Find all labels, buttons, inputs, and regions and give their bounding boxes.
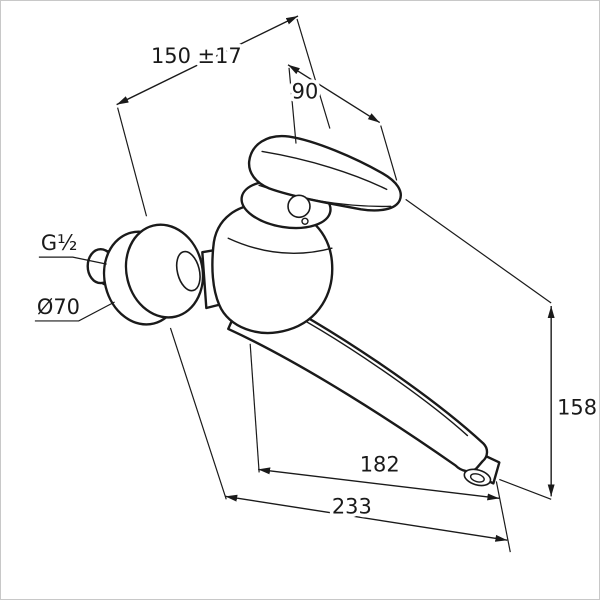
dim-label-connection-spacing: 150 ±17 — [151, 44, 242, 68]
dim-spout-reach: 182 — [249, 343, 500, 501]
dim-label-outlet-height: 158 — [557, 396, 597, 420]
dim-connection-spacing: 150 ±17 — [116, 15, 331, 217]
cartridge-detail — [287, 194, 311, 225]
dim-outlet-height: 158 — [405, 198, 599, 500]
dim-label-handle-projection: 90 — [292, 80, 319, 104]
outlet-extension-line — [495, 481, 511, 553]
dim-flange-diameter: Ø70 — [33, 291, 115, 322]
dim-label-flange-diameter: Ø70 — [37, 295, 80, 319]
dim-label-spout-reach: 182 — [360, 452, 400, 476]
dim-label-overall-reach: 233 — [332, 494, 372, 518]
dim-thread-size: G½ — [37, 228, 107, 265]
dim-handle-projection: 90 — [287, 64, 398, 181]
faucet-drawing — [86, 134, 501, 487]
lever-handle — [247, 134, 402, 212]
wall-flange — [102, 223, 205, 326]
dim-label-thread-size: G½ — [41, 231, 78, 255]
dim-overall-reach: 233 — [169, 327, 508, 542]
